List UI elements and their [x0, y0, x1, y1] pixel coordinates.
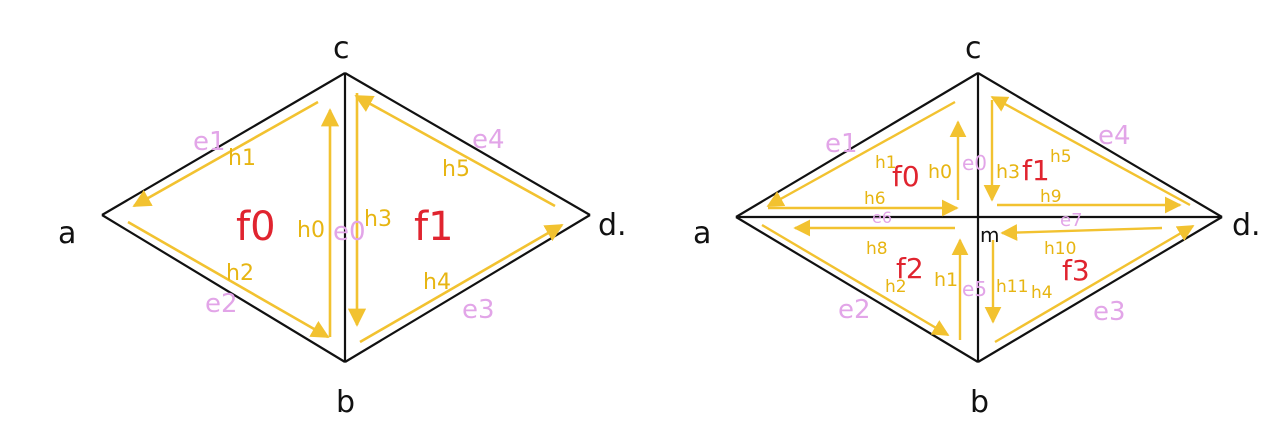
left-edge-ab [101, 214, 346, 363]
left-edge-label-e2: e2 [205, 289, 238, 319]
right-halfedge-label-h1: h1 [875, 153, 897, 173]
left-edge-label-e1: e1 [193, 127, 226, 157]
right-vertex-b: b [970, 385, 989, 420]
right-edge-bd [977, 216, 1223, 363]
left-halfedge-h4 [359, 223, 564, 344]
left-vertex-a: a [58, 216, 76, 251]
right-halfedge-h5 [990, 95, 1191, 207]
left-halfedge-h1 [132, 100, 319, 208]
right-halfedge-label-h0: h0 [928, 161, 952, 183]
right-halfedge-label-h5: h5 [1050, 147, 1072, 167]
left-face-label-f1: f1 [414, 204, 454, 250]
right-edge-label-e1: e1 [825, 129, 858, 159]
right-edge-label-e5: e5 [962, 277, 987, 301]
left-halfedge-label-h1: h1 [228, 146, 256, 171]
left-edge-label-e4: e4 [472, 125, 505, 155]
left-vertex-d: d. [598, 208, 627, 243]
right-vertex-c: c [965, 31, 982, 66]
right-edge-ab [735, 216, 979, 363]
left-face-label-f0: f0 [236, 204, 276, 250]
right-edge-cd [977, 72, 1223, 218]
right-halfedge-label-h11: h11 [996, 277, 1028, 297]
right-edge-label-e6: e6 [872, 208, 892, 227]
right-face-label-f1: f1 [1022, 154, 1050, 187]
right-edge-label-e4: e4 [1098, 121, 1131, 151]
right-halfedge-label-h3: h3 [996, 161, 1020, 183]
left-edge-cd [344, 72, 591, 216]
left-halfedge-label-h0: h0 [297, 218, 325, 243]
left-vertex-c: c [333, 31, 350, 66]
right-vertex-m: m [980, 223, 999, 247]
right-face-label-f0: f0 [892, 160, 920, 193]
right-halfedge-label-h9: h9 [1040, 187, 1062, 207]
right-halfedge-label-h6: h6 [864, 189, 886, 209]
left-edge-label-e3: e3 [462, 295, 495, 325]
left-halfedge-h2 [127, 220, 330, 339]
right-halfedge-h2 [761, 223, 950, 337]
right-halfedge-h4 [994, 224, 1195, 344]
left-edge-label-e0: e0 [333, 217, 366, 247]
left-halfedge-label-h5: h5 [442, 157, 470, 182]
right-face-label-f3: f3 [1062, 254, 1090, 287]
right-edge-label-e0: e0 [962, 151, 987, 175]
right-edge-label-e3: e3 [1093, 297, 1126, 327]
right-halfedge-h10 [1000, 224, 1163, 241]
left-halfedge-label-h3: h3 [364, 207, 392, 232]
right-halfedge-label-h8: h8 [866, 239, 888, 259]
left-halfedge-h5 [354, 94, 556, 208]
right-halfedge-h1 [766, 100, 956, 208]
right-halfedge-label-h4: h4 [1031, 283, 1053, 303]
right-halfedge-label-h1b: h1 [934, 269, 958, 291]
left-halfedge-label-h4: h4 [423, 270, 451, 295]
left-edge-bd [344, 214, 591, 363]
right-vertex-d: d. [1232, 208, 1261, 243]
right-vertex-a: a [693, 216, 711, 251]
right-halfedge-label-h10: h10 [1044, 239, 1076, 259]
left-vertex-b: b [336, 385, 355, 420]
left-diagram: a c b d. e1 e2 e0 e4 e3 h1 h2 h0 h3 h5 h… [58, 31, 627, 420]
right-diagram: a c b d. m e1 e2 e0 e6 e4 e7 e5 e3 h1 h0… [693, 31, 1261, 420]
right-face-label-f2: f2 [896, 252, 924, 285]
right-edge-label-e7: e7 [1060, 210, 1083, 231]
right-edge-label-e2: e2 [838, 295, 871, 325]
right-halfedge-label-h2: h2 [885, 277, 907, 297]
left-halfedge-label-h2: h2 [226, 261, 254, 286]
